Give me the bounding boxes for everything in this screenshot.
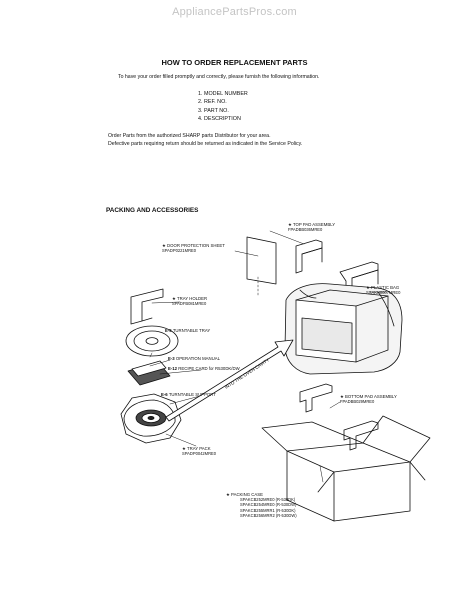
turntable-tray-label: E-5 TURNTABLE TRAY: [165, 328, 210, 333]
note-line: Order Parts from the authorized SHARP pa…: [108, 133, 271, 139]
tray-pack-name: ★ TRAY PACK: [182, 446, 211, 451]
packing-case-part-no: SPAKCB255MRR1 (R-530DK): [240, 507, 296, 513]
manual-and-card-drawing: [127, 360, 171, 386]
turntable-tray-drawing: [125, 325, 179, 357]
packing-case-name: ★ PACKING CASE: [226, 492, 263, 497]
arrow-label: INTO THE OVEN CAVITY: [224, 357, 270, 390]
plastic-bag-name: ★ PLASTIC BAG: [366, 285, 400, 290]
door-sheet-label: ★ DOOR PROTECTION SHEET SPADP0221MRE0: [162, 243, 225, 253]
tray-holder-drawing: [130, 288, 164, 325]
turntable-tray-ref: E-5: [165, 328, 172, 333]
tray-pack-drawing: [120, 393, 182, 444]
order-notes: Order Parts from the authorized SHARP pa…: [108, 132, 302, 148]
recipe-card-label: E-12 RECIPE CARD for R530DK/DW: [168, 366, 240, 371]
packing-case-drawing: [261, 415, 431, 522]
turntable-support-name: TURNTABLE SUPPORT: [168, 392, 216, 397]
bottom-pad-drawing: [299, 383, 379, 451]
oven-in-plastic-bag-drawing: [284, 283, 403, 375]
bottom-pad-label: ★ BOTTOM PAD ASSEMBLY FPADBB029MRE0: [340, 394, 397, 404]
turntable-support-ref: E-6: [161, 392, 168, 397]
door-sheet-part-no: SPADP0221MRE0: [162, 248, 197, 254]
top-pad-label: ★ TOP PAD ASSEMBLY FPADBB036MRE0: [288, 222, 335, 232]
top-pad-name: ★ TOP PAD ASSEMBLY: [288, 222, 336, 227]
oven-cavity-arrow: [165, 339, 294, 422]
bottom-pad-name: ★ BOTTOM PAD ASSEMBLY: [340, 394, 397, 399]
order-info-item: 2. REF. NO.: [198, 99, 227, 106]
bottom-pad-part-no: FPADBB029MRE0: [340, 399, 375, 405]
turntable-support-label: E-6 TURNTABLE SUPPORT: [161, 392, 216, 397]
door-sheet-name: ★ DOOR PROTECTION SHEET: [162, 243, 225, 248]
recipe-card-ref: E-12: [168, 366, 178, 371]
order-info-item: 1. MODEL NUMBER: [198, 91, 248, 97]
tray-pack-part-no: SPADP0042MRE0: [182, 451, 217, 457]
operation-manual-ref: E-3: [168, 356, 175, 361]
packing-case-part-no: SPAKCB254MRE0 (R-530DW): [240, 502, 297, 508]
packing-case-part-no: SPAKCB256MRR2 (R-530DW): [240, 512, 297, 518]
top-pad-part-no: FPADBB036MRE0: [288, 227, 323, 233]
section-title: PACKING AND ACCESSORIES: [106, 207, 199, 214]
order-info-list: 1. MODEL NUMBER 2. REF. NO. 3. PART NO. …: [198, 90, 248, 124]
turntable-tray-name: TURNTABLE TRAY: [172, 328, 211, 333]
watermark: AppliancePartsPros.com: [172, 6, 297, 18]
plastic-bag-part-no: SSAKH0007MRE0: [366, 290, 401, 296]
tray-holder-label: ★ TRAY HOLDER SPADFB081MRE0: [172, 296, 207, 306]
plastic-bag-label: ★ PLASTIC BAG SSAKH0007MRE0: [366, 285, 400, 295]
recipe-card-name: RECIPE CARD for R530DK/DW: [178, 366, 240, 371]
packing-case-label: ★ PACKING CASE SPAKCB252MRE0 (R-530DK) S…: [226, 492, 297, 518]
order-info-item: 3. PART NO.: [198, 107, 229, 114]
operation-manual-label: E-3 OPERATION MANUAL: [168, 356, 220, 361]
tray-holder-part-no: SPADFB081MRE0: [172, 301, 207, 307]
tray-holder-name: ★ TRAY HOLDER: [172, 296, 208, 301]
door-protection-sheet-drawing: [246, 236, 277, 285]
tray-pack-label: ★ TRAY PACK SPADP0042MRE0: [182, 446, 216, 456]
page-title: HOW TO ORDER REPLACEMENT PARTS: [161, 58, 308, 67]
intro-text: To have your order filled promptly and c…: [118, 74, 320, 80]
operation-manual-name: OPERATION MANUAL: [175, 356, 220, 361]
order-info-item: 4. DESCRIPTION: [198, 116, 241, 123]
packing-case-part-no: SPAKCB252MRE0 (R-530DK): [240, 497, 296, 503]
note-line: Defective parts requiring return should …: [108, 141, 303, 147]
